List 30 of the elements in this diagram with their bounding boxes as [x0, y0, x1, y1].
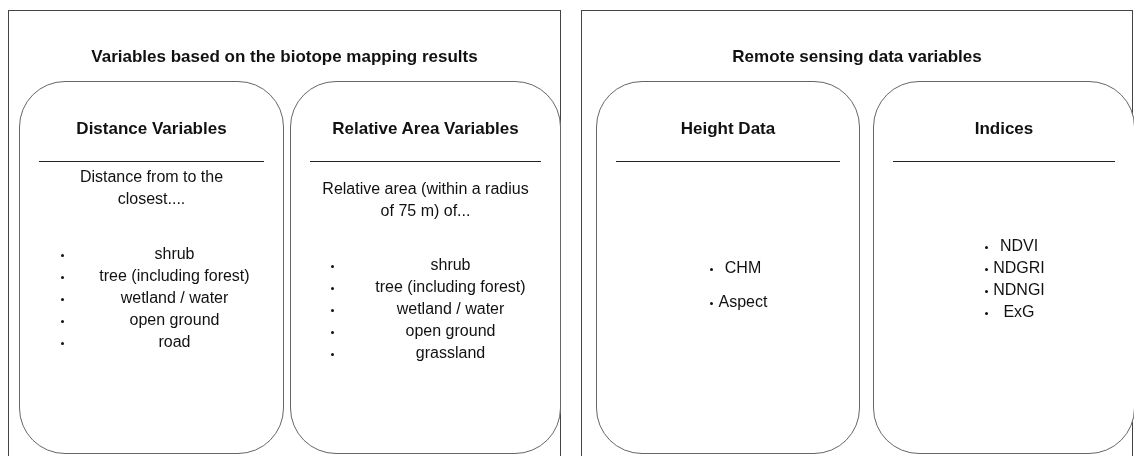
list-item: wetland / water [395, 299, 506, 319]
list-item: shrub [153, 244, 196, 264]
panel-title: Variables based on the biotope mapping results [90, 47, 479, 67]
list-item: NDGRI [992, 258, 1046, 278]
list-item: grassland [414, 343, 487, 363]
list-item: tree (including forest) [98, 266, 251, 286]
list-item: NDVI [998, 236, 1040, 256]
list-item: ExG [1002, 302, 1036, 322]
card-heading: Height Data [679, 119, 777, 139]
intro-text: Distance from to the closest.... [78, 167, 225, 209]
list-item: open ground [128, 310, 221, 330]
list-item: shrub [429, 255, 472, 275]
group-panel [8, 10, 561, 456]
list-item: NDNGI [992, 280, 1046, 300]
category-card [596, 81, 860, 454]
category-card [290, 81, 561, 454]
list-item: road [157, 332, 192, 352]
category-card [19, 81, 284, 454]
list-item: open ground [404, 321, 497, 341]
list-item: wetland / water [119, 288, 230, 308]
list-item: Aspect [717, 292, 769, 312]
panel-title: Remote sensing data variables [731, 47, 983, 67]
card-heading: Indices [973, 119, 1035, 139]
card-heading: Relative Area Variables [331, 119, 520, 139]
group-panel [581, 10, 1133, 456]
card-heading: Distance Variables [75, 119, 228, 139]
intro-text: Relative area (within a radius of 75 m) of... [321, 179, 530, 221]
category-card [873, 81, 1134, 454]
list-item: tree (including forest) [374, 277, 527, 297]
list-item: CHM [723, 258, 763, 278]
